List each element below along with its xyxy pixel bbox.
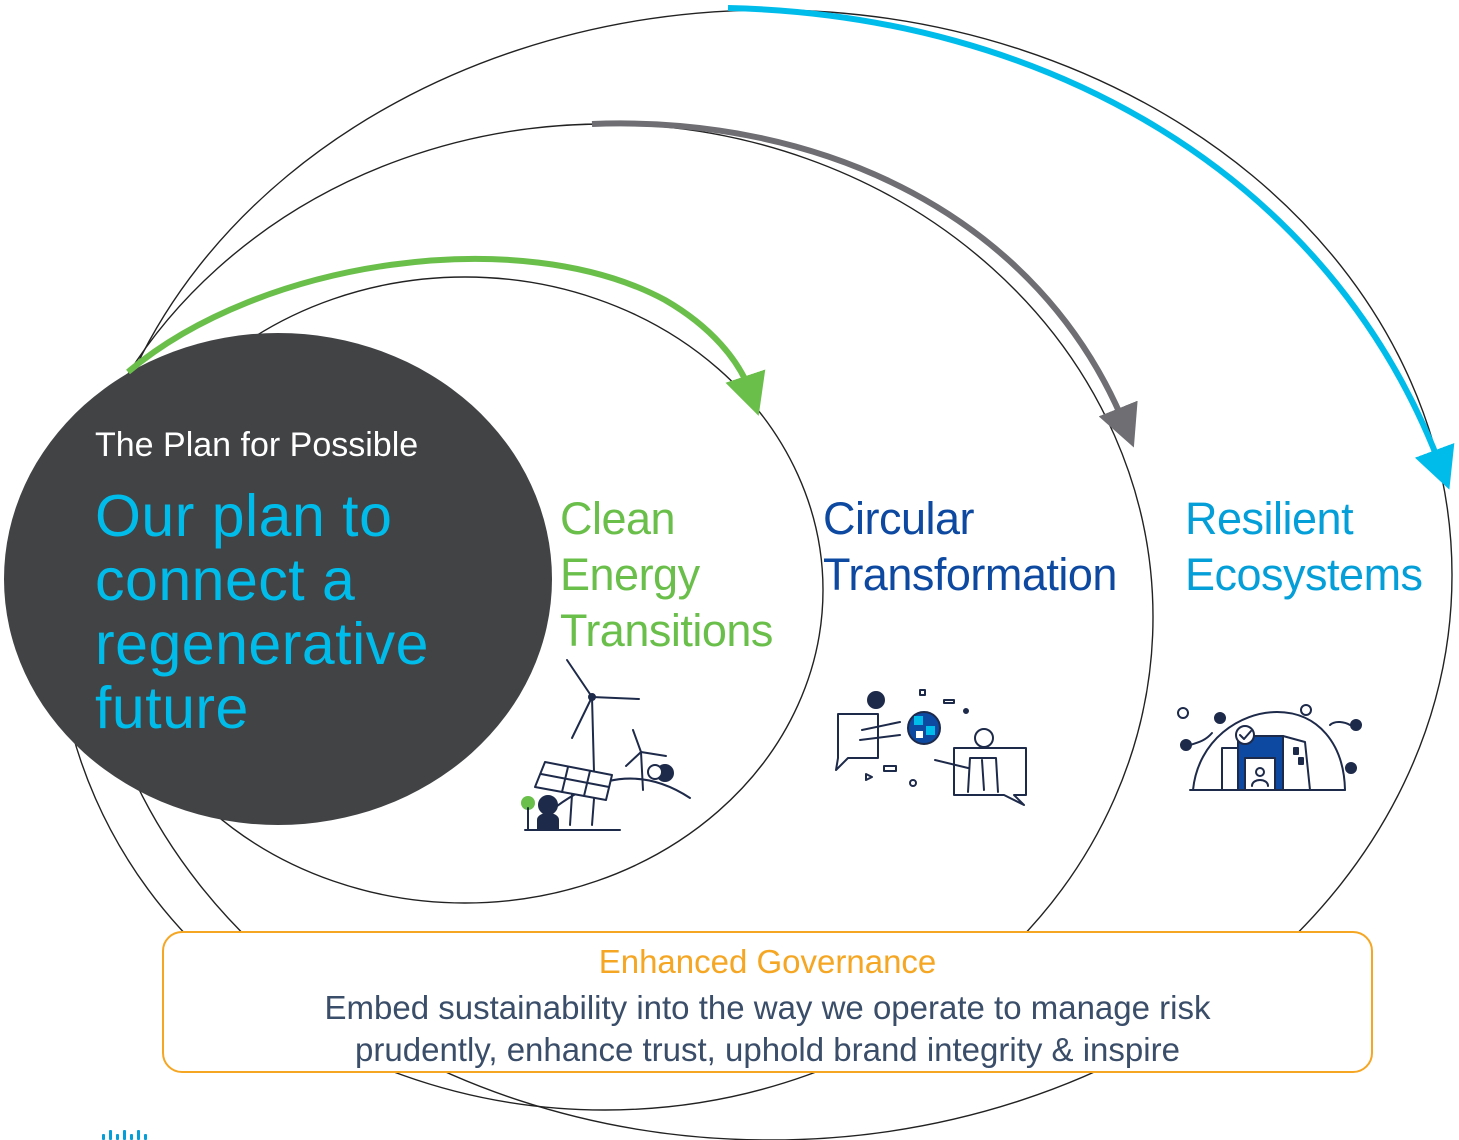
pillar-circular-transformation: Circular Transformation xyxy=(823,491,1117,603)
governance-title: Enhanced Governance xyxy=(598,943,937,980)
pillar-label-line: Energy xyxy=(560,549,700,600)
pillar-label-line: Transitions xyxy=(560,605,773,656)
dark-central-circle xyxy=(4,333,552,825)
cisco-logo-icon xyxy=(102,1130,147,1140)
pillar-label-line: Circular xyxy=(823,493,975,544)
circular-exchange-icon xyxy=(835,689,1027,806)
governance-description: Embed sustainability into the way we ope… xyxy=(164,987,1371,1071)
intro-kicker: The Plan for Possible xyxy=(95,426,419,464)
intro-headline: Our plan to connect a regenerative futur… xyxy=(95,483,429,741)
cyan-arrow xyxy=(727,5,1455,490)
pillar-label-line: Transformation xyxy=(823,549,1117,600)
pillar-label-line: Ecosystems xyxy=(1185,549,1423,600)
pillar-clean-energy: Clean Energy Transitions xyxy=(560,491,773,659)
pillar-resilient-ecosystems: Resilient Ecosystems xyxy=(1185,491,1423,603)
governance-line: Embed sustainability into the way we ope… xyxy=(324,989,1211,1026)
wind-solar-icon xyxy=(521,659,691,831)
governance-box: Enhanced Governance Embed sustainability… xyxy=(162,931,1373,1073)
resilient-building-icon xyxy=(1177,704,1362,791)
governance-line: prudently, enhance trust, uphold brand i… xyxy=(355,1031,1180,1068)
green-arrow xyxy=(126,255,766,416)
pillar-label-line: Resilient xyxy=(1185,493,1354,544)
pillar-label-line: Clean xyxy=(560,493,676,544)
gray-arrow xyxy=(591,120,1138,448)
